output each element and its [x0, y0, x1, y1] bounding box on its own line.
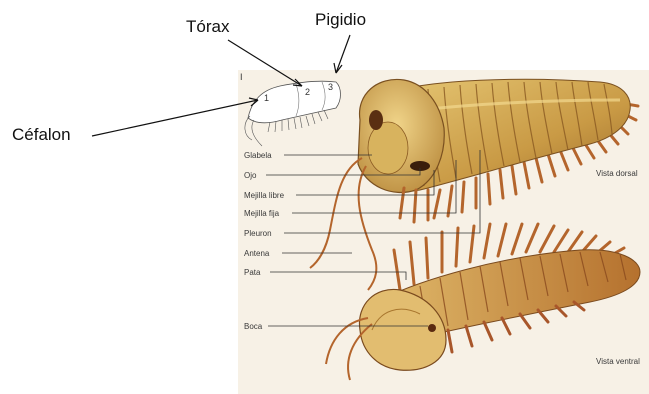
- label-pleuron: Pleuron: [244, 229, 272, 238]
- label-mejilla-fija: Mejilla fija: [244, 209, 280, 218]
- label-ojo: Ojo: [244, 171, 257, 180]
- label-vista-ventral: Vista ventral: [596, 357, 640, 366]
- label-pigidio: Pigidio: [315, 10, 366, 29]
- corner-mark: I: [240, 72, 243, 82]
- label-vista-dorsal: Vista dorsal: [596, 169, 638, 178]
- sketch-number-1: 1: [264, 93, 269, 103]
- label-mejilla-libre: Mejilla libre: [244, 191, 285, 200]
- label-pata: Pata: [244, 268, 261, 277]
- label-boca: Boca: [244, 322, 263, 331]
- sketch-number-2: 2: [305, 87, 310, 97]
- sketch-number-3: 3: [328, 82, 333, 92]
- label-glabela: Glabela: [244, 151, 272, 160]
- label-antena: Antena: [244, 249, 270, 258]
- label-cefalon: Céfalon: [12, 125, 71, 144]
- label-torax: Tórax: [186, 17, 230, 36]
